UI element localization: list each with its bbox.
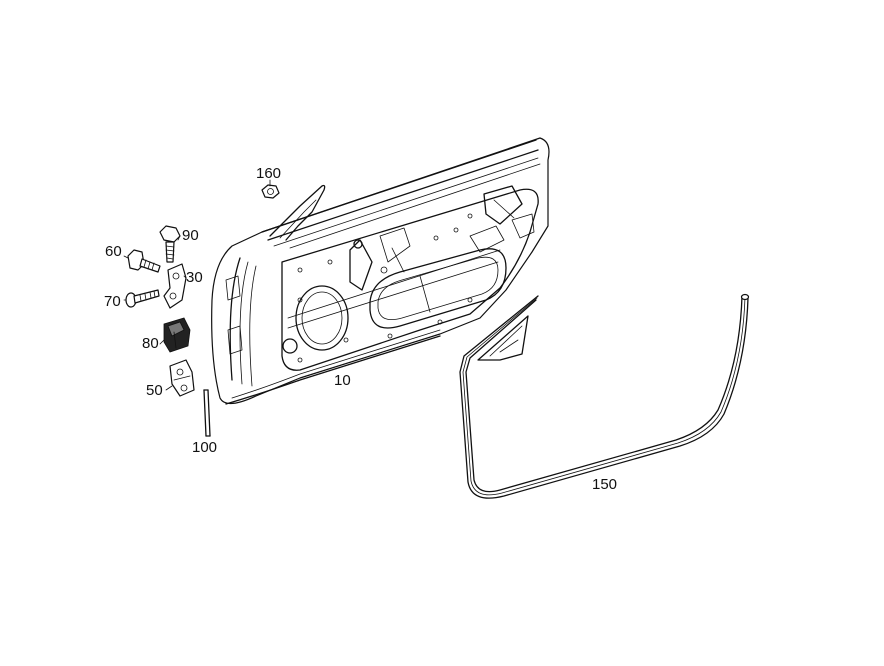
door-shell [211,137,550,405]
callout-50: 50 [146,382,163,399]
callout-70: 70 [104,293,121,310]
door-seal-150 [459,293,750,499]
nut-160 [261,184,280,199]
callout-80: 80 [142,335,159,352]
callout-30: 30 [186,269,203,286]
callout-160: 160 [256,165,282,182]
buffer-80 [163,317,191,353]
callout-150: 150 [592,476,618,493]
leader-lines [123,179,271,391]
screw-60 [127,249,161,273]
callout-10: 10 [334,372,351,389]
callout-90: 90 [182,227,199,244]
bracket-30 [163,263,187,309]
hinge-bracket-50 [169,359,195,397]
screw-70 [125,289,160,308]
callout-100: 100 [192,439,218,456]
callout-60: 60 [105,243,122,260]
strip-100 [203,389,211,437]
bolt-90 [159,225,181,263]
